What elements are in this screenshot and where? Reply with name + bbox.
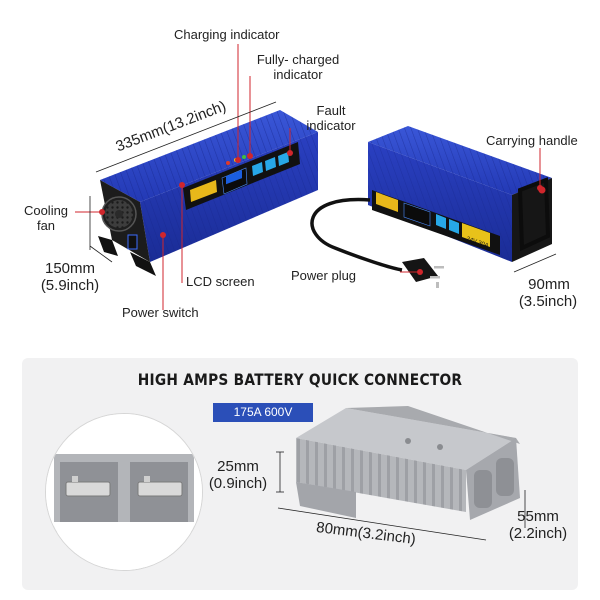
leader-lines [75, 44, 541, 310]
dimension-width-in: (3.5inch) [518, 293, 578, 310]
label-cooling-fan-line1: Cooling [23, 203, 69, 218]
right-charger [368, 126, 552, 262]
power-cord [310, 197, 403, 272]
connector-closeup-art [46, 414, 202, 570]
connector-title: HIGH AMPS BATTERY QUICK CONNECTOR [137, 370, 463, 389]
connector-dimension-depth-in: (2.2inch) [508, 525, 568, 542]
connector-dimension-height-mm: 25mm [217, 458, 259, 475]
label-cooling-fan-line2: fan [36, 218, 56, 233]
label-fully-charged-indicator-line2: indicator [273, 67, 323, 82]
carrying-handle-icon [517, 177, 551, 252]
anderson-connector [296, 406, 520, 520]
label-carrying-handle: Carrying handle [486, 133, 578, 148]
dimension-height-in: (5.9inch) [40, 277, 100, 294]
label-charging-indicator: Charging indicator [174, 27, 280, 42]
dimension-width-mm: 90mm [528, 276, 570, 293]
rating-badge: 175A 600V [213, 403, 313, 422]
label-power-plug: Power plug [291, 268, 357, 283]
label-lcd-screen: LCD screen [186, 274, 255, 289]
right-lcd-screen [462, 223, 490, 247]
dimension-height-mm: 150mm [44, 260, 96, 277]
label-fault-indicator-line1: Fault [316, 103, 346, 118]
connector-dimension-height-in: (0.9inch) [208, 475, 268, 492]
connector-dimension-depth-mm: 55mm [517, 508, 559, 525]
label-fault-indicator-line2: indicator [306, 118, 356, 133]
label-power-switch: Power switch [122, 305, 199, 320]
dimension-lines [89, 101, 557, 273]
connector-closeup [45, 413, 203, 571]
leader-dots [99, 150, 543, 275]
power-switch-icon [127, 234, 138, 250]
label-fully-charged-indicator-line1: Fully- charged [256, 52, 340, 67]
left-charger [98, 110, 318, 276]
connector-dimension-lines [276, 451, 526, 541]
